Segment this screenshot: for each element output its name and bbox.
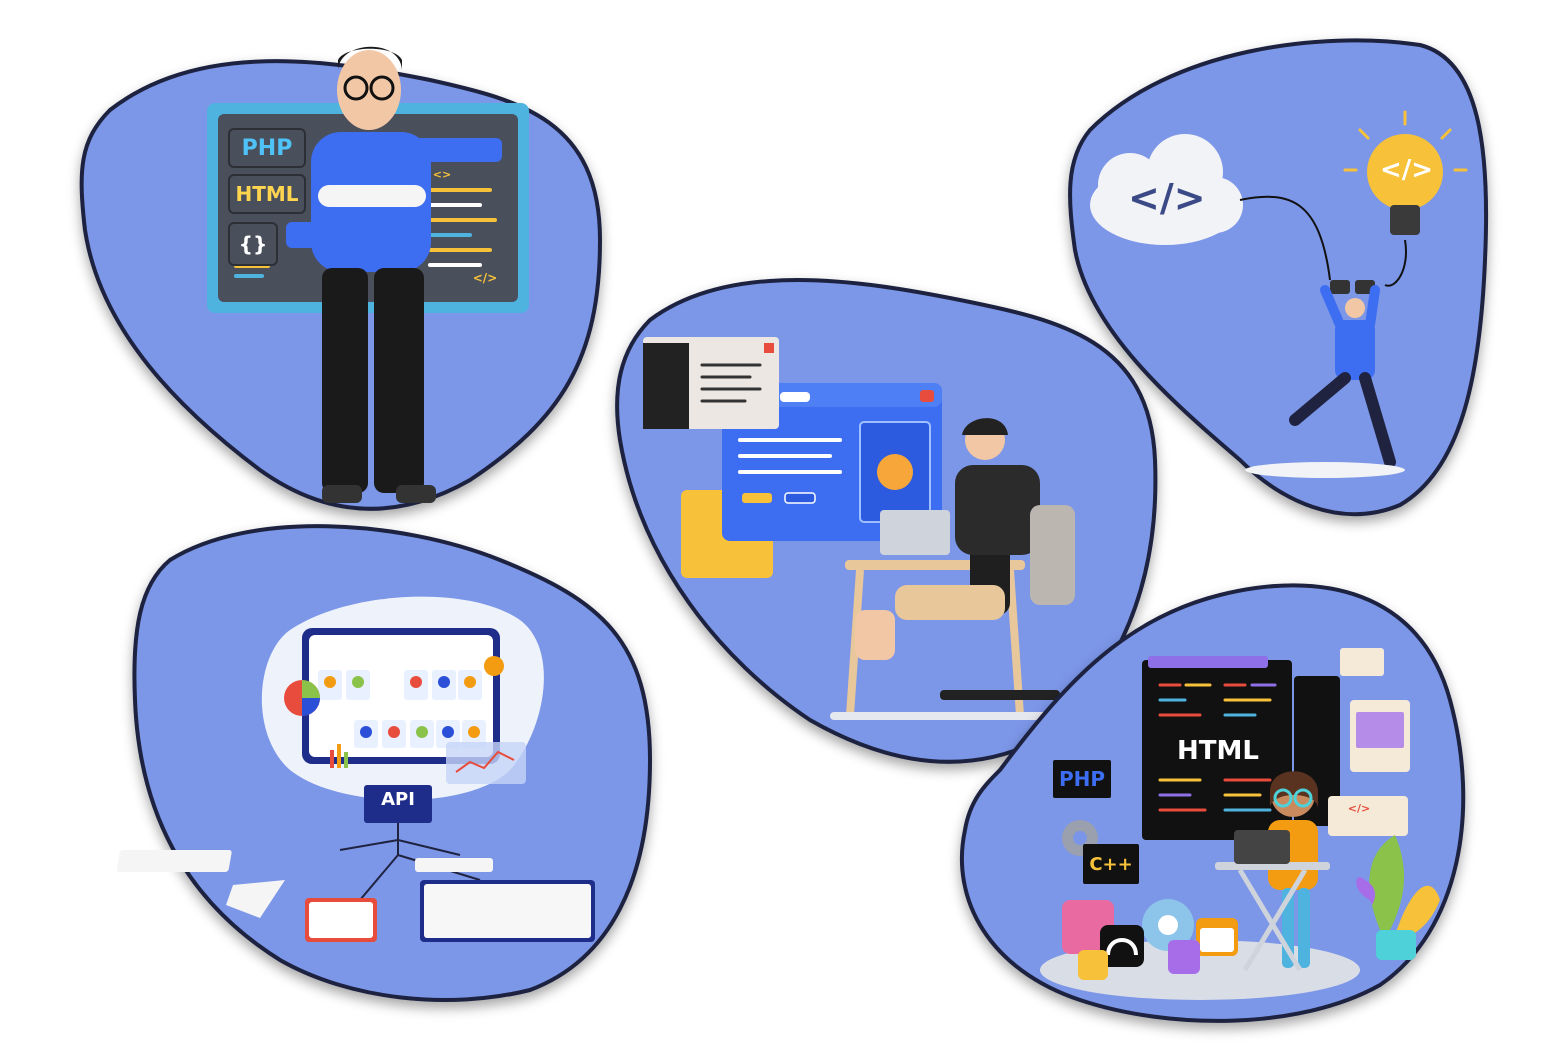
html-label: HTML <box>1160 734 1276 768</box>
close-tag: </> <box>472 271 498 285</box>
laptop-icon <box>880 510 950 555</box>
blob-web-design <box>615 278 1158 764</box>
bulb-code-text: </> <box>1380 155 1434 185</box>
cloud-icon <box>1090 134 1243 245</box>
blob-api-integration <box>116 524 653 1002</box>
person-icon <box>311 46 436 503</box>
plant-icon <box>1356 835 1440 960</box>
blob-tech-stack <box>959 583 1466 1023</box>
braces-tag: {} <box>228 222 278 266</box>
headphones-icon <box>1100 925 1144 967</box>
image-icon <box>1078 950 1108 980</box>
html-tag: HTML <box>228 174 306 214</box>
user-icon <box>1168 940 1200 974</box>
cpp-label: C++ <box>1083 844 1139 884</box>
blob-developer-board <box>79 46 603 511</box>
blob-idea-connect <box>1068 38 1489 517</box>
php-tag: PHP <box>228 128 306 168</box>
side-code-tag: </> <box>1347 801 1371 815</box>
chart-icon <box>284 656 526 784</box>
angle-tag: <> <box>432 167 452 181</box>
lightbulb-icon <box>1343 110 1468 235</box>
laptop-icon <box>1234 830 1290 864</box>
desk-person-icon <box>830 418 1075 720</box>
cloud-code-text: </> <box>1128 176 1206 220</box>
php-label: PHP <box>1053 760 1111 798</box>
dashboard-icon <box>302 628 500 764</box>
running-person-icon <box>1289 285 1396 468</box>
api-label: API <box>381 788 415 810</box>
